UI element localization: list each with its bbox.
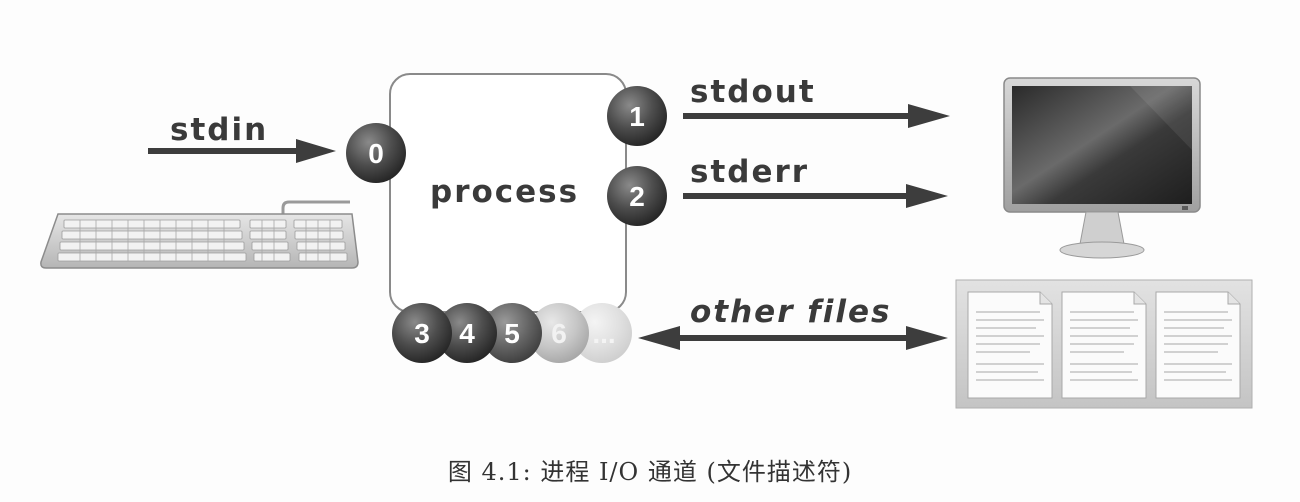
stdout-arrow <box>683 104 950 128</box>
fd-3-circle <box>392 303 452 363</box>
fd-6-label: 6 <box>551 318 567 349</box>
stdout-label: stdout <box>690 74 816 110</box>
fd-0-label: 0 <box>368 138 384 169</box>
stderr-arrow <box>683 184 948 208</box>
stderr-label: stderr <box>690 154 810 190</box>
fd-3-label: 3 <box>414 318 430 349</box>
fd-4-label: 4 <box>459 318 475 349</box>
fd-1-circle <box>607 86 667 146</box>
stdin-arrow <box>148 139 336 163</box>
fd-more-label: ... <box>592 318 615 349</box>
documents-icon <box>955 279 1253 409</box>
other-files-label: other files <box>690 294 892 330</box>
fd-4-circle <box>437 303 497 363</box>
keyboard-icon <box>40 200 359 269</box>
fd-0-circle <box>346 123 406 183</box>
fd-more-circle <box>572 303 632 363</box>
fd-5-label: 5 <box>504 318 520 349</box>
monitor-icon <box>1003 77 1201 259</box>
fd-6-circle <box>529 303 589 363</box>
figure-caption: 图 4.1: 进程 I/O 通道 (文件描述符) <box>447 458 853 486</box>
fd-2-label: 2 <box>629 181 645 212</box>
fd-1-label: 1 <box>629 101 645 132</box>
other-files-arrow <box>638 326 948 350</box>
fd-2-circle <box>607 166 667 226</box>
process-label: process <box>430 174 580 210</box>
stdin-label: stdin <box>170 112 269 148</box>
fd-5-circle <box>482 303 542 363</box>
